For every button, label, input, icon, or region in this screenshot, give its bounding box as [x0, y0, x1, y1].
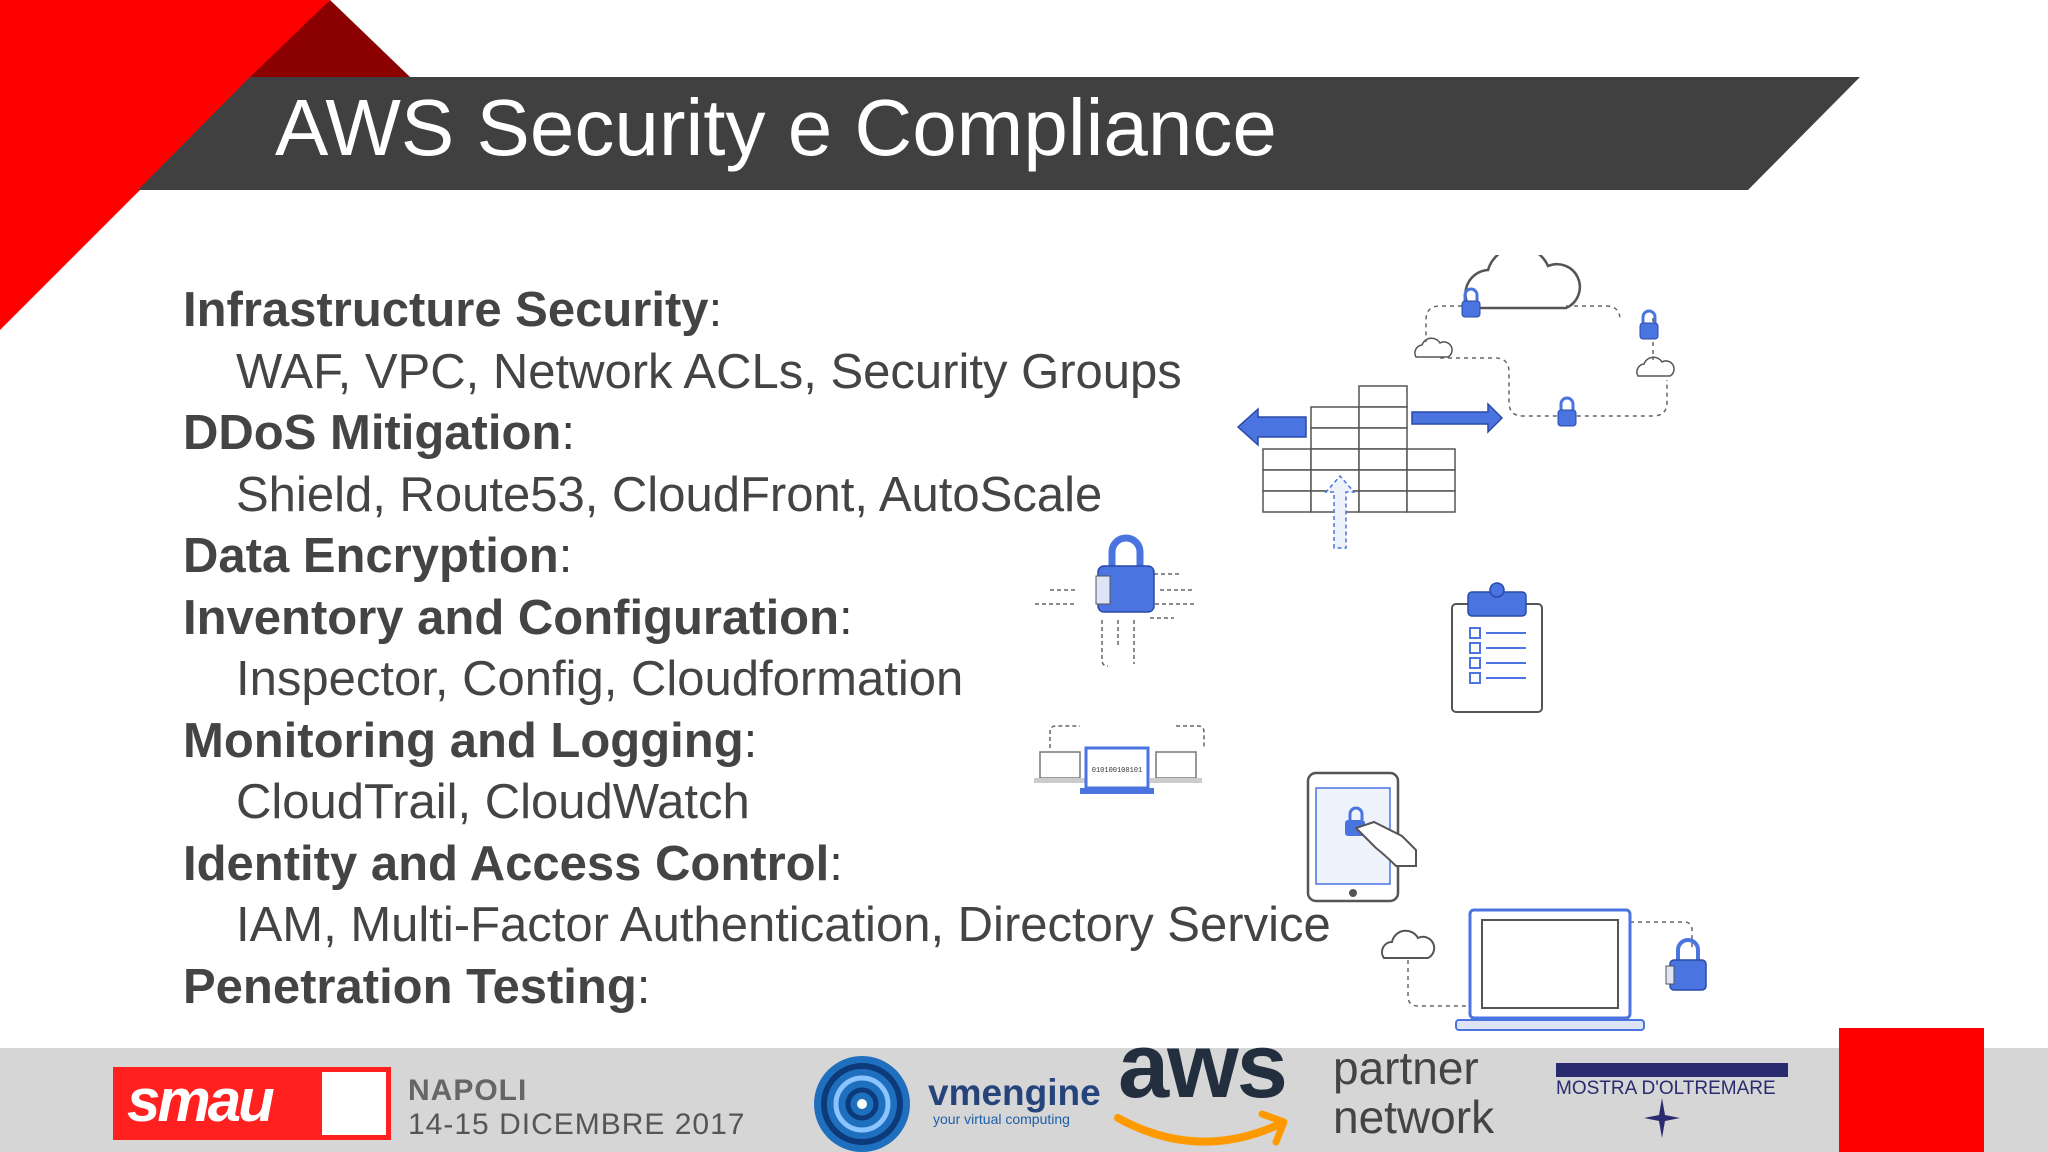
vmengine-logo-icon — [814, 1056, 910, 1152]
padlock-circuit-icon — [1035, 534, 1195, 667]
clipboard-checklist-icon — [1451, 582, 1543, 713]
bullet-detail-ddos: Shield, Route53, CloudFront, AutoScale — [236, 467, 1103, 522]
bullet-detail-monitoring: CloudTrail, CloudWatch — [236, 775, 750, 829]
bullet-detail-identity: IAM, Multi-Factor Authentication, Direct… — [236, 898, 1331, 952]
aws-partner-line1: partner — [1333, 1042, 1479, 1094]
cloud-lock-network-icon — [1414, 255, 1675, 428]
bullet-heading-identity: Identity and Access Control: — [183, 836, 843, 891]
aws-logo: aws — [1118, 1015, 1288, 1117]
mostra-logo-bar — [1556, 1063, 1788, 1077]
bullet-heading-encryption: Data Encryption: — [183, 529, 573, 583]
laptop-lock-cloud-icon — [1381, 908, 1707, 1031]
smau-logo-text: smau — [127, 1067, 275, 1134]
smau-logo — [113, 1067, 391, 1140]
red-corner-block — [1839, 1028, 1984, 1152]
title-band-graphic — [0, 0, 1860, 330]
bullet-detail-infrastructure: WAF, VPC, Network ACLs, Security Groups — [236, 344, 1182, 399]
bullet-detail-inventory: Inspector, Config, Cloudformation — [236, 652, 964, 706]
security-illustration: 010100100101 — [1034, 255, 1707, 1031]
vmengine-tagline: your virtual computing — [933, 1111, 1070, 1127]
slide-title: AWS Security e Compliance — [275, 83, 1277, 172]
binary-label: 010100100101 — [1092, 767, 1142, 775]
aws-partner-line2: network — [1333, 1091, 1495, 1143]
tablet-touch-lock-icon — [1306, 771, 1417, 903]
bullet-heading-pentest: Penetration Testing: — [183, 959, 651, 1014]
bullet-heading-monitoring: Monitoring and Logging: — [183, 713, 758, 768]
vmengine-name: vmengine — [928, 1072, 1101, 1113]
bullet-list: Infrastructure Security: WAF, VPC, Netwo… — [183, 280, 1433, 1018]
smau-city: NAPOLI — [408, 1074, 528, 1107]
bullet-heading-inventory: Inventory and Configuration: — [183, 590, 853, 645]
bullet-heading-infrastructure: Infrastructure Security: — [183, 283, 723, 337]
monitor-binary-icon: 010100100101 — [1034, 725, 1205, 794]
aws-smile-icon — [1114, 1110, 1288, 1146]
smau-date: 14-15 DICEMBRE 2017 — [408, 1108, 746, 1141]
compass-star-icon — [1644, 1098, 1680, 1138]
dark-red-triangle — [250, 0, 410, 77]
title-bar — [138, 77, 1860, 190]
bullet-heading-ddos: DDoS Mitigation: — [183, 406, 575, 460]
mostra-logo-text: MOSTRA D'OLTREMARE — [1556, 1078, 1776, 1099]
firewall-icon — [1236, 385, 1504, 549]
